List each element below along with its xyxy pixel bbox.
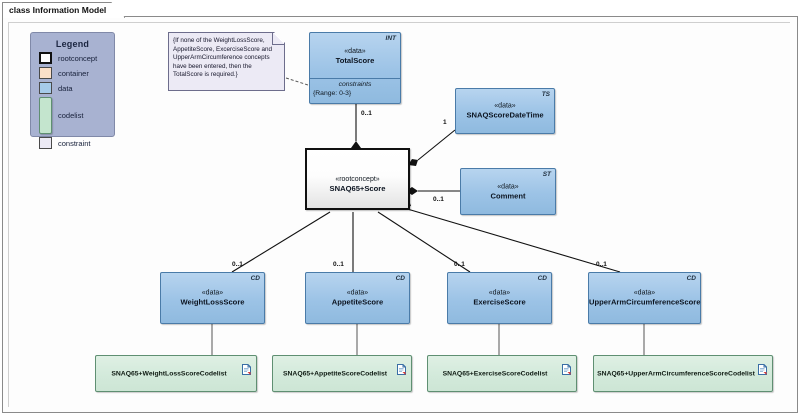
document-icon (562, 364, 571, 375)
class-weight-loss-score[interactable]: CD «data» WeightLossScore (160, 272, 265, 324)
class-weight-loss-score-badge: CD (250, 275, 260, 282)
legend-title: Legend (55, 39, 90, 49)
legend-item-data: data (39, 82, 114, 94)
legend-swatch-container (39, 67, 52, 79)
legend-swatch-data (39, 82, 52, 94)
legend-item-container: container (39, 67, 114, 79)
legend-swatch-rootconcept (39, 52, 52, 64)
class-comment-stereotype: «data» (497, 183, 519, 190)
class-total-score-header: INT «data» TotalScore (310, 33, 400, 79)
class-root-stereotype: «rootconcept» (335, 176, 380, 183)
legend-label-rootconcept: rootconcept (58, 53, 98, 63)
legend-label-data: data (58, 83, 73, 93)
class-total-score-stereotype: «data» (344, 47, 366, 55)
codelist-upper-arm-circumference[interactable]: SNAQ65+UpperArmCircumferenceScoreCodelis… (593, 355, 773, 392)
class-appetite-score-badge: CD (395, 275, 405, 282)
multiplicity-appetite-score: 0..1 (333, 261, 344, 268)
class-weight-loss-score-name: WeightLossScore (180, 297, 245, 307)
class-upper-arm-circumference-score-name: UpperArmCircumferenceScore (589, 297, 701, 307)
legend-label-constraint: constraint (58, 138, 91, 148)
class-total-score-constraint-value: {Range: 0-3} (313, 90, 352, 97)
document-icon (242, 364, 251, 375)
codelist-exercise[interactable]: SNAQ65+ExerciseScoreCodelist (427, 355, 577, 392)
class-upper-arm-circumference-score[interactable]: CD «data» UpperArmCircumferenceScore (588, 272, 701, 324)
legend-item-codelist: codelist (39, 97, 114, 134)
class-appetite-score[interactable]: CD «data» AppetiteScore (305, 272, 410, 324)
multiplicity-date-time: 1 (443, 119, 447, 126)
multiplicity-comment: 0..1 (433, 196, 444, 203)
class-upper-arm-circumference-score-stereotype: «data» (633, 289, 656, 297)
legend-swatch-constraint (39, 137, 52, 149)
class-exercise-score-stereotype: «data» (488, 289, 511, 297)
class-comment-badge: ST (542, 171, 551, 178)
class-root-name: SNAQ65+Score (329, 184, 386, 193)
class-snaq-score-date-time-stereotype: «data» (494, 102, 516, 110)
legend-panel: Legend rootconcept container data codeli… (30, 32, 115, 149)
multiplicity-weight-loss-score: 0..1 (232, 261, 243, 268)
class-comment[interactable]: ST «data» Comment (460, 168, 556, 215)
class-upper-arm-circumference-score-badge: CD (686, 275, 696, 282)
document-icon (758, 364, 767, 375)
class-exercise-score-badge: CD (537, 275, 547, 282)
class-weight-loss-score-stereotype: «data» (201, 289, 224, 297)
codelist-weight-loss[interactable]: SNAQ65+WeightLossScoreCodelist (95, 355, 257, 392)
class-exercise-score-name: ExerciseScore (473, 297, 526, 307)
class-exercise-score[interactable]: CD «data» ExerciseScore (447, 272, 552, 324)
class-total-score-compartment-title: constraints (338, 81, 372, 88)
codelist-appetite[interactable]: SNAQ65+AppetiteScoreCodelist (272, 355, 412, 392)
codelist-exercise-name: SNAQ65+ExerciseScoreCodelist (442, 370, 548, 377)
multiplicity-upper-arm-circumference-score: 0..1 (596, 261, 607, 268)
document-icon (397, 364, 406, 375)
class-appetite-score-name: AppetiteScore (331, 297, 384, 307)
class-total-score-constraints-compartment: constraints {Range: 0-3} (310, 78, 400, 103)
class-total-score[interactable]: INT «data» TotalScore constraints {Range… (309, 32, 401, 104)
constraint-note-text: {If none of the WeightLossScore, Appetit… (173, 37, 273, 79)
legend-item-rootconcept: rootconcept (39, 52, 114, 64)
class-appetite-score-stereotype: «data» (346, 289, 369, 297)
diagram-frame-inner (8, 22, 790, 407)
class-snaq-score-date-time-badge: TS (541, 91, 550, 98)
class-comment-name: Comment (490, 191, 526, 200)
legend-label-codelist: codelist (58, 111, 84, 120)
codelist-appetite-name: SNAQ65+AppetiteScoreCodelist (282, 370, 388, 377)
class-snaq-score-date-time-name: SNAQScoreDateTime (466, 110, 544, 120)
codelist-upper-arm-circumference-name: SNAQ65+UpperArmCircumferenceScoreCodelis… (597, 370, 755, 377)
diagram-title-tab: class Information Model (2, 2, 125, 18)
legend-swatch-codelist (39, 97, 52, 134)
codelist-weight-loss-name: SNAQ65+WeightLossScoreCodelist (111, 370, 227, 377)
legend-item-constraint: constraint (39, 137, 114, 149)
multiplicity-exercise-score: 0..1 (454, 261, 465, 268)
class-total-score-name: TotalScore (335, 55, 375, 65)
class-total-score-badge: INT (385, 35, 396, 42)
legend-label-container: container (58, 68, 89, 78)
multiplicity-total-score: 0..1 (361, 110, 372, 117)
class-snaq-score-date-time[interactable]: TS «data» SNAQScoreDateTime (455, 88, 555, 134)
constraint-note[interactable]: {If none of the WeightLossScore, Appetit… (168, 32, 285, 91)
class-root-snaq65-score[interactable]: «rootconcept» SNAQ65+Score (305, 148, 410, 210)
